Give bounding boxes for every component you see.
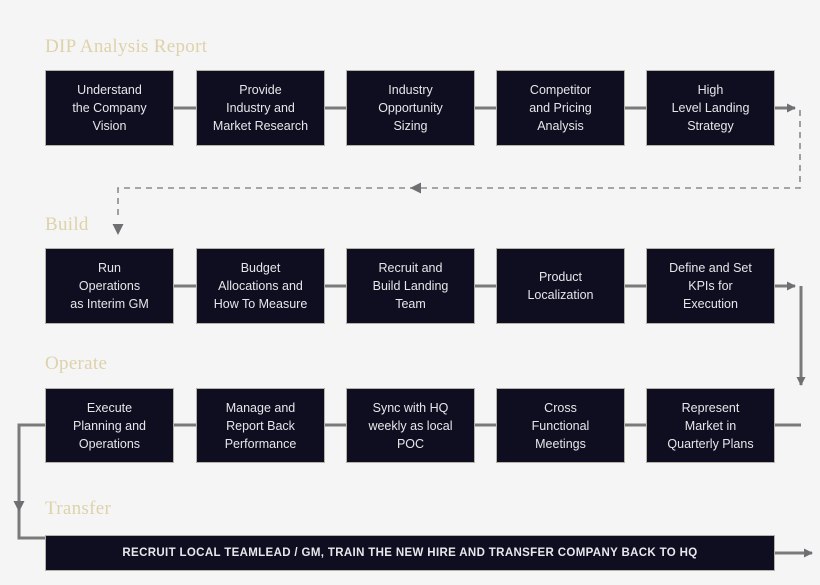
section-title-build: Build [45,214,89,235]
node-label: Sync with HQ weekly as local POC [368,400,453,451]
node-operate-cross-functional-meetings[interactable]: Cross Functional Meetings [496,388,625,463]
node-build-run-operations[interactable]: Run Operations as Interim GM [45,248,174,324]
node-operate-sync-with-hq[interactable]: Sync with HQ weekly as local POC [346,388,475,463]
node-label: Industry Opportunity Sizing [378,83,443,133]
node-label: Provide Industry and Market Research [212,83,309,133]
section-title-transfer: Transfer [45,498,112,519]
node-operate-represent-market[interactable]: Represent Market in Quarterly Plans [646,388,775,463]
node-label: Cross Functional Meetings [531,400,590,451]
arrowhead-return-left [410,182,421,194]
node-label: Budget Allocations and How To Measure [213,261,308,311]
arrowhead-return-down [112,224,124,235]
node-label: Execute Planning and Operations [73,400,146,451]
arrowhead-transfer-down [13,501,25,512]
node-label: Manage and Report Back Performance [224,400,297,451]
link-operate-to-transfer [17,423,45,540]
node-label: RECRUIT LOCAL TEAMLEAD / GM, TRAIN THE N… [122,547,698,559]
node-dip-competitor-pricing[interactable]: Competitor and Pricing Analysis [496,70,625,146]
node-label: Product Localization [527,270,594,302]
node-build-define-kpis[interactable]: Define and Set KPIs for Execution [646,248,775,324]
node-label: Represent Market in Quarterly Plans [667,400,754,451]
node-operate-manage-report-back[interactable]: Manage and Report Back Performance [196,388,325,463]
node-dip-landing-strategy[interactable]: High Level Landing Strategy [646,70,775,146]
section-title-dip: DIP Analysis Report [45,36,208,57]
node-dip-understand-vision[interactable]: Understand the Company Vision [45,70,174,146]
node-build-budget-allocations[interactable]: Budget Allocations and How To Measure [196,248,325,324]
node-build-recruit-landing-team[interactable]: Recruit and Build Landing Team [346,248,475,324]
node-label: High Level Landing Strategy [671,83,750,133]
node-build-product-localization[interactable]: Product Localization [496,248,625,324]
node-label: Competitor and Pricing Analysis [529,83,592,133]
node-label: Recruit and Build Landing Team [372,261,449,311]
node-dip-industry-market-research[interactable]: Provide Industry and Market Research [196,70,325,146]
node-label: Define and Set KPIs for Execution [669,261,752,311]
node-label: Understand the Company Vision [72,83,147,133]
node-transfer-bar[interactable]: RECRUIT LOCAL TEAMLEAD / GM, TRAIN THE N… [45,535,775,571]
section-title-operate: Operate [45,353,108,374]
node-operate-execute-planning[interactable]: Execute Planning and Operations [45,388,174,463]
node-dip-opportunity-sizing[interactable]: Industry Opportunity Sizing [346,70,475,146]
node-label: Run Operations as Interim GM [70,261,149,311]
